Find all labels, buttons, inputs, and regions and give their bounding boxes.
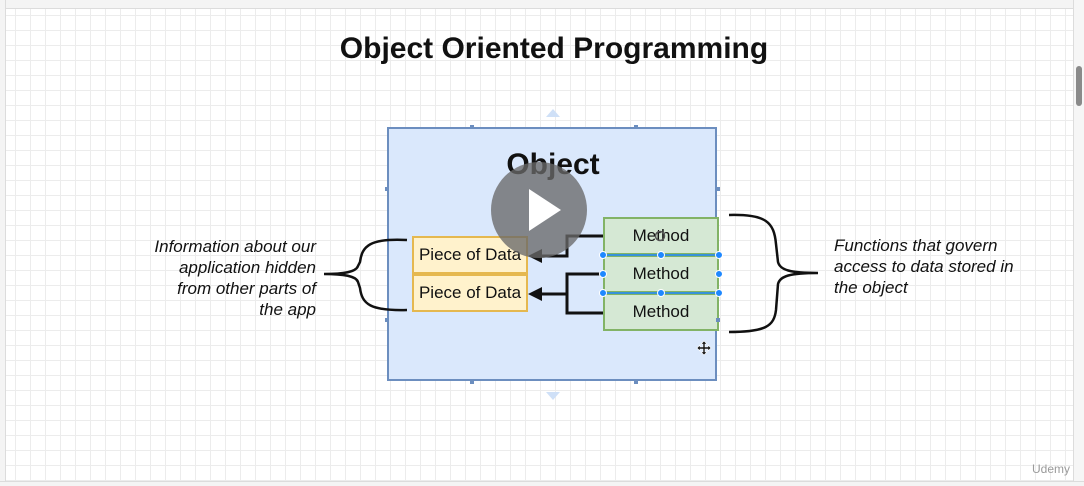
rotate-handle xyxy=(654,230,666,242)
method-selection-handles[interactable] xyxy=(599,230,723,297)
object-resize-handles[interactable] xyxy=(385,109,720,400)
move-cursor-icon xyxy=(696,340,712,356)
top-border xyxy=(0,0,1084,9)
right-brace xyxy=(728,213,819,334)
vertical-scrollbar[interactable] xyxy=(1073,0,1084,486)
data-box-2[interactable]: Piece of Data xyxy=(412,274,528,312)
left-border xyxy=(0,0,6,486)
left-brace xyxy=(323,238,408,312)
slide-title: Object Oriented Programming xyxy=(339,32,769,65)
arrowhead-2 xyxy=(528,287,542,301)
method-label: Method xyxy=(632,302,690,321)
arrow-method3-to-data2 xyxy=(565,294,603,315)
note-left: Information about our application hidden… xyxy=(154,237,316,319)
method-box-1[interactable]: Method xyxy=(603,217,719,255)
play-button[interactable] xyxy=(491,162,587,258)
method-label: Method xyxy=(632,264,690,283)
data-box-label: Piece of Data xyxy=(418,283,522,302)
bottom-border xyxy=(0,481,1084,486)
play-icon xyxy=(529,189,561,231)
watermark: Udemy xyxy=(1031,462,1070,476)
note-right: Functions that govern access to data sto… xyxy=(834,236,1014,297)
data-box-label: Piece of Data xyxy=(418,245,522,264)
method-label: Method xyxy=(632,226,690,245)
arrow-method2-to-data2 xyxy=(538,272,603,296)
scrollbar-thumb[interactable] xyxy=(1076,66,1082,106)
